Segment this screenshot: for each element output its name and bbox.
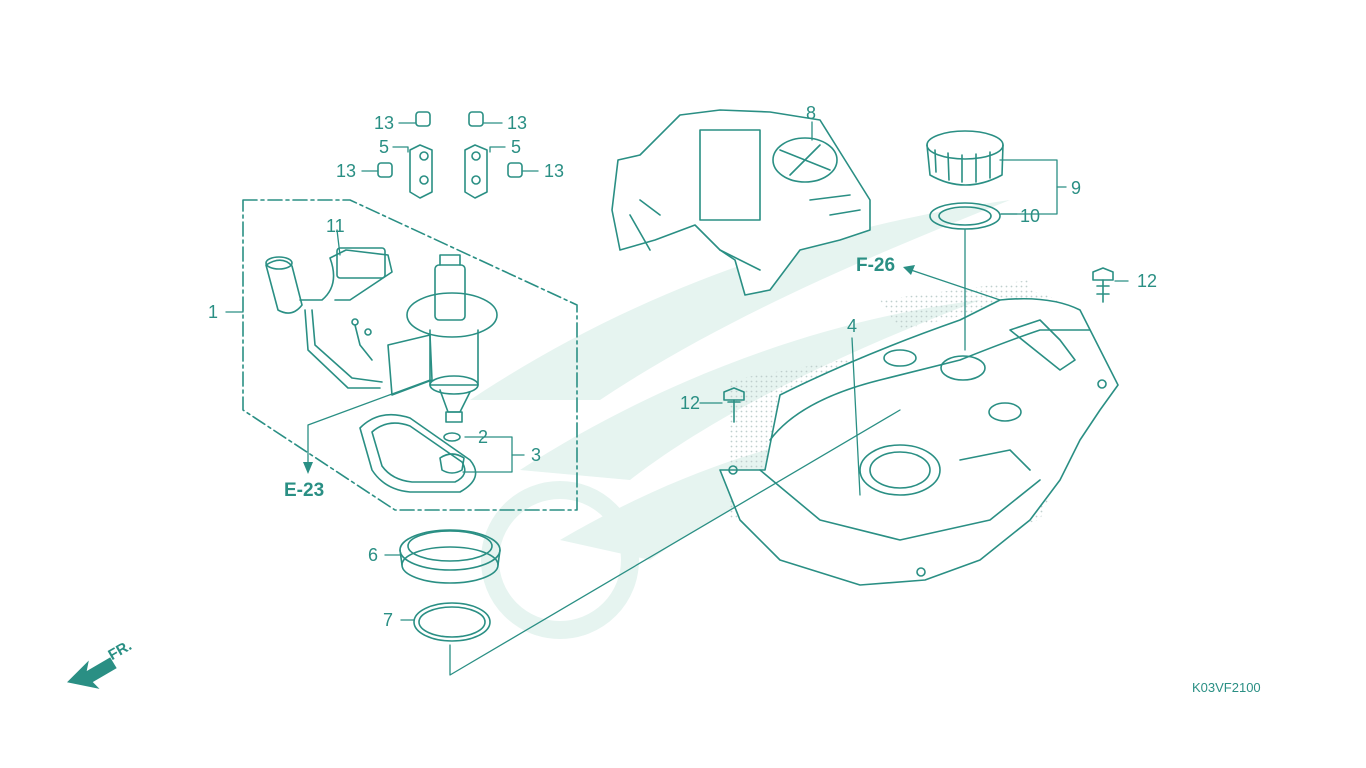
pump-kit-outline [242,199,578,511]
callout-11: 11 [326,216,345,236]
fuel-filter-part [265,247,393,389]
callout-13-bottom-right: 13 [544,161,565,181]
left-bracket-part [377,111,433,199]
bolt-right-part [1092,267,1114,303]
bolt-left-part [723,387,745,423]
o-ring-part [443,432,461,442]
callout-8: 8 [806,103,817,123]
fuel-cap-part [926,130,1004,186]
callout-5-left: 5 [379,137,390,157]
callout-7: 7 [383,610,394,630]
fuel-pump-part [387,254,498,423]
tank-cover-part [611,109,871,296]
cap-gasket-part [929,202,1001,230]
callout-4: 4 [847,316,858,336]
right-bracket-part [464,111,523,199]
callout-3: 3 [531,445,542,465]
e23-arrowhead [303,462,313,474]
pump-seal-part [399,529,501,584]
callout-6: 6 [368,545,379,565]
callout-1: 1 [208,302,219,322]
reference-f26[interactable]: F-26 [856,255,896,276]
f26-arrowhead [903,265,915,275]
diagram-code: K03VF2100 [1192,680,1261,695]
reference-e23[interactable]: E-23 [284,480,325,501]
pump-base-gasket [359,413,477,493]
callout-12-left: 12 [680,393,701,413]
callout-12-right: 12 [1137,271,1158,291]
callout-10: 10 [1020,206,1041,226]
callout-13-top-right: 13 [507,113,528,133]
callout-9: 9 [1071,178,1082,198]
front-direction-arrow [66,657,117,689]
leader-lines [225,121,1129,676]
lock-ring-part [413,602,491,642]
callout-2: 2 [478,427,489,447]
callout-13-bottom-left: 13 [336,161,357,181]
fuel-tank-part [719,297,1119,586]
callout-13-top-left: 13 [374,113,395,133]
callout-5-right: 5 [511,137,522,157]
clamp-part [439,453,465,474]
